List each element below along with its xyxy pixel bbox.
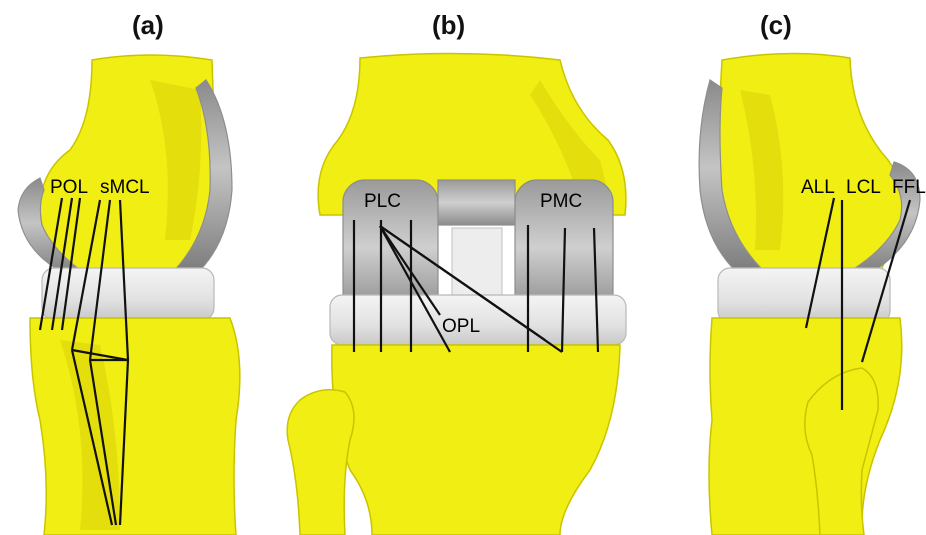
ligament-label-plc: PLC [364, 191, 401, 212]
ligament-label-all: ALL [801, 177, 835, 198]
ligament-label-opl: OPL [442, 316, 480, 337]
panel-c: (c) ALL LCL FFL [699, 10, 926, 535]
ligament-label-smcl: sMCL [100, 177, 150, 198]
tibia-a [30, 318, 240, 535]
ligament-label-lcl: LCL [846, 177, 881, 198]
ligament-label-pmc: PMC [540, 191, 582, 212]
panel-b-label: (b) [432, 10, 465, 40]
tibia-b [332, 345, 620, 535]
fibula-b [287, 390, 354, 535]
femur-c [716, 53, 903, 272]
panel-a: (a) POL sMCL [18, 10, 240, 535]
femoral-box-b [438, 180, 515, 225]
ligament-label-ffl: FFL [892, 177, 926, 198]
panel-a-label: (a) [132, 10, 164, 40]
insert-post-b [452, 228, 502, 298]
panel-b: (b) PLC PMC OPL [287, 10, 626, 535]
ligament-label-pol: POL [50, 177, 88, 198]
panel-c-label: (c) [760, 10, 792, 40]
tibial-insert-c [718, 268, 890, 323]
